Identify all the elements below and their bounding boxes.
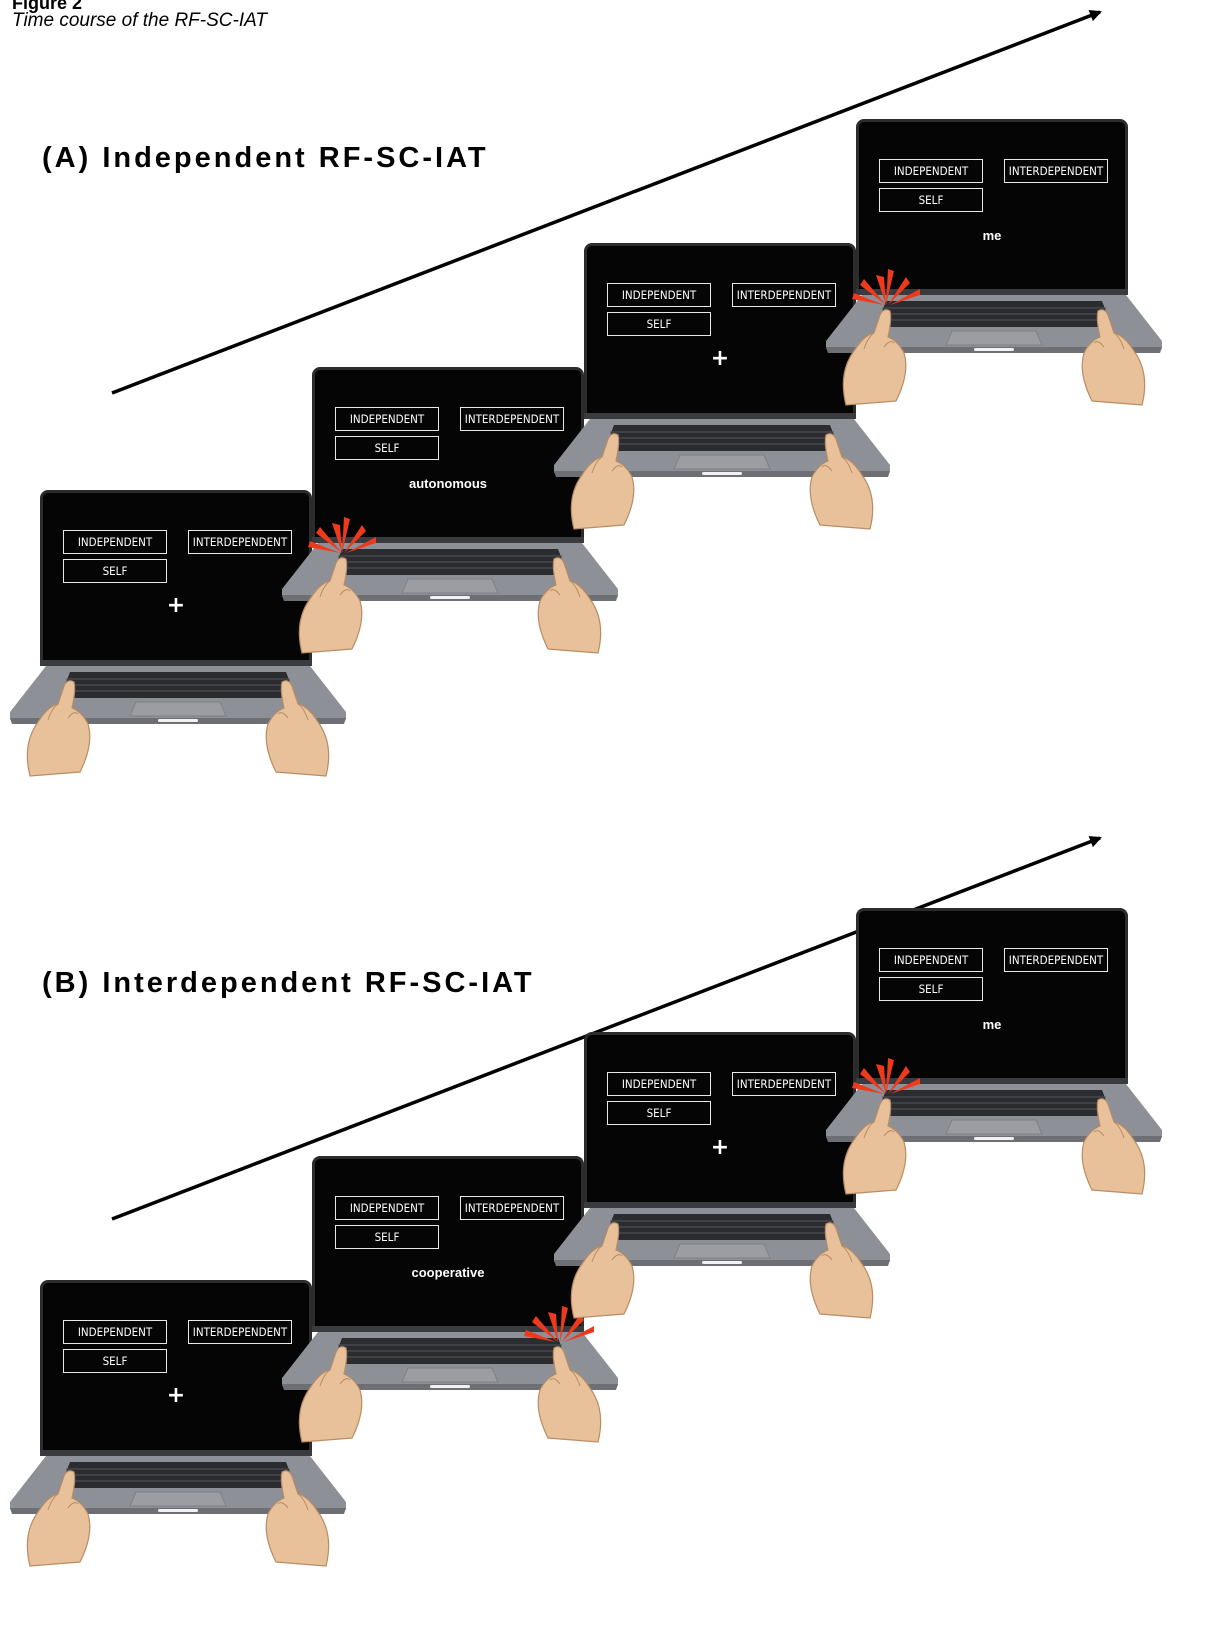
laptop-trial: INDEPENDENT INTERDEPENDENT SELF + xyxy=(552,243,892,543)
category-label-self: SELF xyxy=(335,436,439,460)
laptop-hinge xyxy=(312,537,584,543)
laptop-icon xyxy=(282,517,618,654)
laptop-icon xyxy=(282,1306,618,1443)
hand-icon xyxy=(26,680,91,777)
category-label-self: SELF xyxy=(879,188,983,212)
stimulus-text: autonomous xyxy=(409,476,487,491)
category-label-independent: INDEPENDENT xyxy=(607,1072,711,1096)
laptop-trial: INDEPENDENT INTERDEPENDENT SELF + xyxy=(552,1032,892,1332)
laptop-trial: INDEPENDENT INTERDEPENDENT SELF + xyxy=(8,490,348,790)
category-label-interdependent: INTERDEPENDENT xyxy=(460,407,564,431)
keypress-burst-icon xyxy=(308,517,376,553)
laptop-screen: INDEPENDENT INTERDEPENDENT SELF autonomo… xyxy=(312,367,584,541)
hand-icon xyxy=(570,1222,635,1319)
laptop-screen: INDEPENDENT INTERDEPENDENT SELF + xyxy=(584,1032,856,1206)
laptop-hinge xyxy=(856,1078,1128,1084)
category-label-interdependent: INTERDEPENDENT xyxy=(1004,159,1108,183)
hand-icon xyxy=(809,433,874,530)
category-label-interdependent: INTERDEPENDENT xyxy=(188,1320,292,1344)
hand-icon xyxy=(298,557,363,654)
category-label-self: SELF xyxy=(335,1225,439,1249)
hand-icon xyxy=(570,433,635,530)
laptop-screen: INDEPENDENT INTERDEPENDENT SELF + xyxy=(584,243,856,417)
laptop-icon xyxy=(554,419,890,530)
category-label-independent: INDEPENDENT xyxy=(879,948,983,972)
hand-icon xyxy=(265,1470,330,1567)
laptop-hinge xyxy=(40,660,312,666)
figure-caption: Time course of the RF-SC-IAT xyxy=(12,10,267,31)
laptop-trial: INDEPENDENT INTERDEPENDENT SELF + xyxy=(8,1280,348,1580)
category-label-independent: INDEPENDENT xyxy=(335,1196,439,1220)
hand-icon xyxy=(842,1098,907,1195)
stimulus-text: + xyxy=(710,346,730,371)
category-label-self: SELF xyxy=(879,977,983,1001)
stimulus-text: me xyxy=(982,1017,1002,1032)
laptop-hinge xyxy=(856,289,1128,295)
laptop-trial: INDEPENDENT INTERDEPENDENT SELF autonomo… xyxy=(280,367,620,667)
laptop-icon xyxy=(10,1456,346,1567)
laptop-screen: INDEPENDENT INTERDEPENDENT SELF cooperat… xyxy=(312,1156,584,1330)
hand-icon xyxy=(537,557,602,654)
category-label-interdependent: INTERDEPENDENT xyxy=(460,1196,564,1220)
panel-b-title: (B) Interdependent RF-SC-IAT xyxy=(42,967,535,999)
keypress-burst-icon xyxy=(852,1058,920,1094)
laptop-icon xyxy=(554,1208,890,1319)
laptop-trial: INDEPENDENT INTERDEPENDENT SELF me xyxy=(824,119,1164,419)
laptop-hinge xyxy=(584,413,856,419)
category-label-self: SELF xyxy=(63,559,167,583)
category-label-independent: INDEPENDENT xyxy=(335,407,439,431)
hand-icon xyxy=(298,1346,363,1443)
category-label-interdependent: INTERDEPENDENT xyxy=(732,283,836,307)
keypress-burst-icon xyxy=(524,1306,594,1342)
laptop-icon xyxy=(10,666,346,777)
category-label-self: SELF xyxy=(63,1349,167,1373)
laptop-trial: INDEPENDENT INTERDEPENDENT SELF cooperat… xyxy=(280,1156,620,1456)
hand-icon xyxy=(537,1346,602,1443)
hand-icon xyxy=(1081,309,1146,406)
laptop-screen: INDEPENDENT INTERDEPENDENT SELF + xyxy=(40,490,312,664)
laptop-hinge xyxy=(40,1450,312,1456)
category-label-independent: INDEPENDENT xyxy=(63,530,167,554)
time-arrow xyxy=(111,835,1102,1221)
category-label-independent: INDEPENDENT xyxy=(879,159,983,183)
panel-a-title: (A) Independent RF-SC-IAT xyxy=(42,142,489,174)
category-label-self: SELF xyxy=(607,312,711,336)
category-label-interdependent: INTERDEPENDENT xyxy=(1004,948,1108,972)
laptop-hinge xyxy=(312,1326,584,1332)
stimulus-text: cooperative xyxy=(411,1265,485,1280)
hand-icon xyxy=(809,1222,874,1319)
laptop-trial: INDEPENDENT INTERDEPENDENT SELF me xyxy=(824,908,1164,1208)
laptop-icon xyxy=(826,1058,1162,1195)
hand-icon xyxy=(842,309,907,406)
laptop-screen: INDEPENDENT INTERDEPENDENT SELF me xyxy=(856,908,1128,1082)
hand-icon xyxy=(26,1470,91,1567)
category-label-interdependent: INTERDEPENDENT xyxy=(188,530,292,554)
keypress-burst-icon xyxy=(852,269,920,305)
laptop-screen: INDEPENDENT INTERDEPENDENT SELF + xyxy=(40,1280,312,1454)
stimulus-text: + xyxy=(166,593,186,618)
hand-icon xyxy=(265,680,330,777)
figure-label: Figure 2 xyxy=(12,0,83,13)
laptop-icon xyxy=(826,269,1162,406)
stimulus-text: me xyxy=(982,228,1002,243)
category-label-independent: INDEPENDENT xyxy=(607,283,711,307)
category-label-independent: INDEPENDENT xyxy=(63,1320,167,1344)
hand-icon xyxy=(1081,1098,1146,1195)
laptop-screen: INDEPENDENT INTERDEPENDENT SELF me xyxy=(856,119,1128,293)
time-arrow xyxy=(111,9,1102,395)
stimulus-text: + xyxy=(710,1135,730,1160)
laptop-hinge xyxy=(584,1202,856,1208)
stimulus-text: + xyxy=(166,1383,186,1408)
category-label-self: SELF xyxy=(607,1101,711,1125)
category-label-interdependent: INTERDEPENDENT xyxy=(732,1072,836,1096)
